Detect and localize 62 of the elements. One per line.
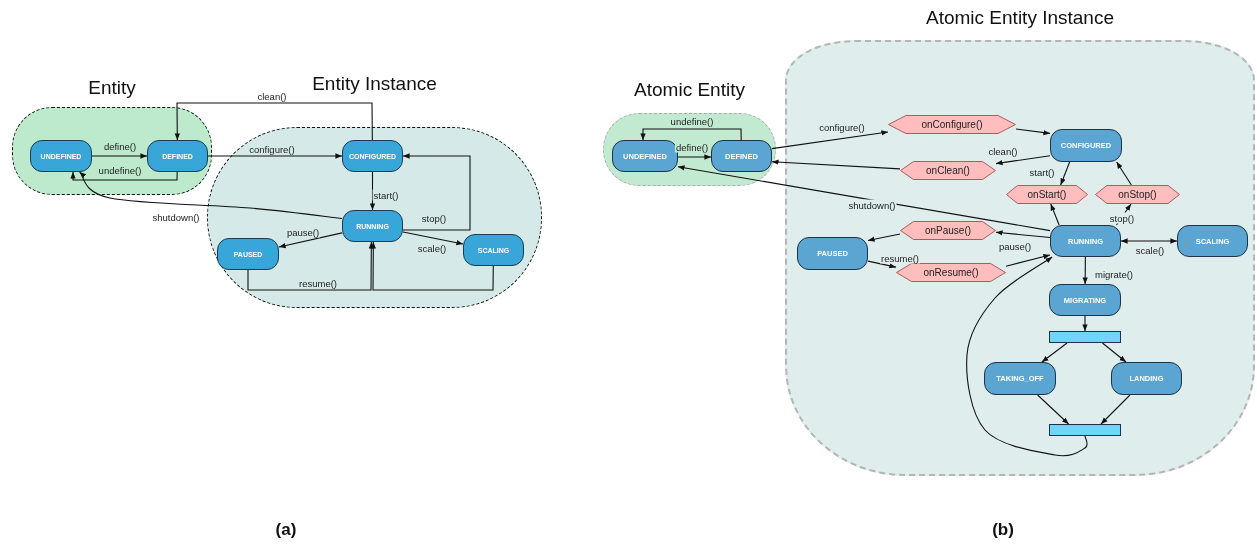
arrow	[771, 159, 901, 170]
edge-label: shutdown()	[151, 211, 201, 223]
edge-label: scale()	[416, 242, 448, 254]
arrow	[1041, 342, 1068, 363]
group-title: Entity	[87, 77, 137, 99]
group-title: Atomic Entity	[633, 79, 746, 101]
edge-label: configure()	[248, 143, 296, 155]
edge-label: resume()	[298, 277, 338, 289]
arrow	[1116, 161, 1132, 186]
edge-label: stop()	[1108, 212, 1136, 224]
edge-label: define()	[102, 140, 138, 152]
arrow	[79, 171, 343, 220]
arrow	[278, 232, 343, 249]
arrow	[640, 128, 742, 141]
arrow	[402, 231, 464, 246]
arrow	[1082, 256, 1088, 285]
edge-label: pause()	[997, 240, 1033, 252]
edge-label: configure()	[818, 121, 866, 133]
arrow	[1100, 394, 1131, 425]
arrow	[867, 233, 901, 242]
sync-bar	[1049, 331, 1121, 343]
arrow	[1101, 342, 1127, 363]
arrow	[677, 165, 1051, 232]
panel-caption: (a)	[275, 520, 297, 540]
edge-label: shutdown()	[847, 199, 897, 211]
group-title: Atomic Entity Instance	[925, 7, 1115, 29]
arrow	[207, 153, 343, 159]
arrow	[1050, 203, 1060, 226]
edge-label: pause()	[285, 226, 321, 238]
edge-label: start()	[372, 189, 400, 201]
edge-label: clean()	[256, 90, 288, 102]
edge-label: stop()	[420, 212, 448, 224]
arrow	[995, 155, 1051, 166]
arrow	[369, 171, 376, 211]
arrow	[174, 102, 373, 141]
group-title: Entity Instance	[311, 73, 438, 95]
arrow	[966, 256, 1088, 457]
edge-label: undefine()	[669, 115, 715, 127]
edge-label: scale()	[1134, 244, 1166, 256]
edge-label: start()	[1028, 166, 1056, 178]
arrow	[1120, 238, 1178, 244]
arrow	[402, 153, 471, 231]
edge-label: resume()	[880, 252, 920, 264]
arrow	[1037, 394, 1070, 425]
panel-caption: (b)	[992, 520, 1014, 540]
arrow	[1005, 254, 1051, 267]
arrow	[1060, 161, 1071, 186]
arrow	[771, 130, 889, 150]
arrow	[995, 230, 1051, 239]
arrow	[91, 153, 148, 159]
arrow	[1082, 315, 1088, 332]
arrow	[1015, 128, 1051, 136]
sync-bar	[1049, 424, 1121, 436]
arrow	[247, 241, 374, 291]
edge-label: clean()	[987, 145, 1019, 157]
arrow	[677, 154, 712, 160]
arrow	[70, 171, 178, 181]
arrow	[867, 260, 897, 269]
arrow	[370, 241, 494, 291]
edge-label: define()	[674, 141, 710, 153]
edge-label: migrate()	[1094, 268, 1134, 280]
edge-label: undefine()	[97, 164, 143, 176]
